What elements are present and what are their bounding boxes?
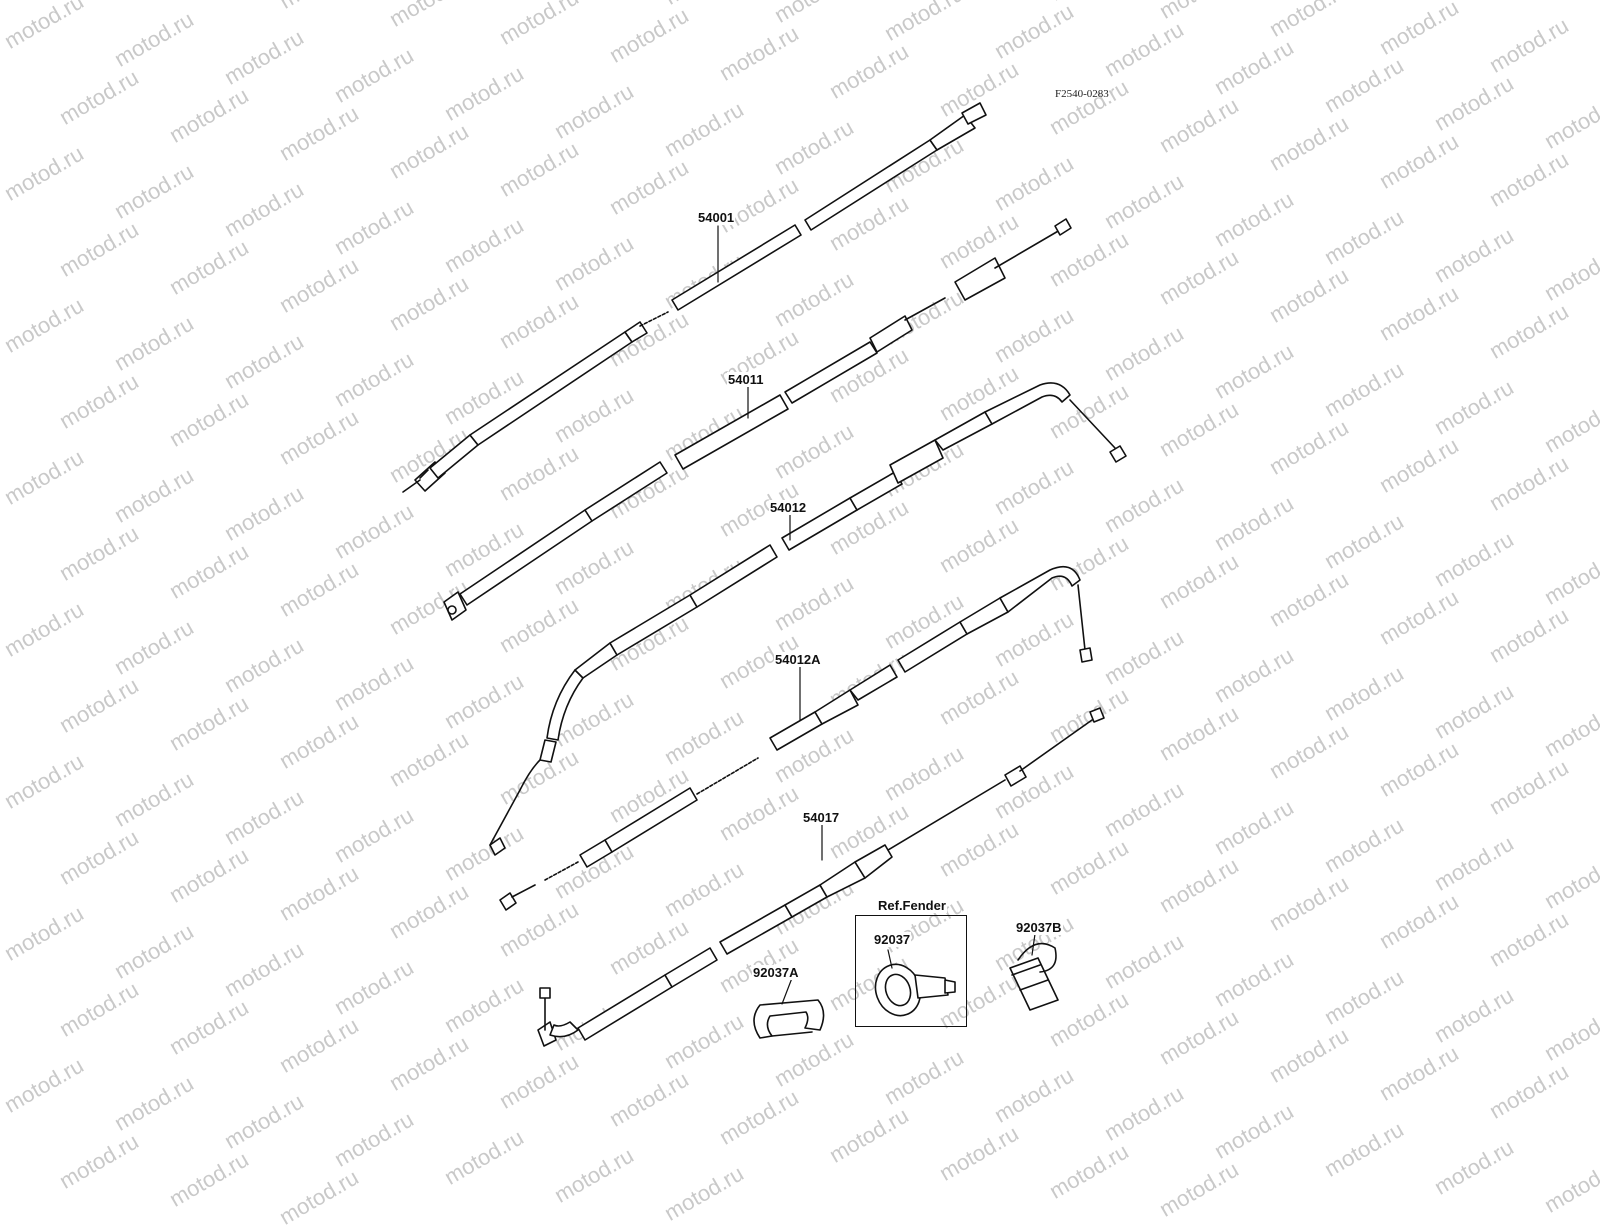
cable-54012A bbox=[499, 565, 1093, 911]
clamp-92037A bbox=[753, 999, 825, 1039]
part-label-92037A: 92037A bbox=[752, 965, 800, 980]
part-label-92037: 92037 bbox=[873, 932, 912, 947]
cable-54017 bbox=[537, 707, 1105, 1047]
clamp-92037 bbox=[874, 963, 956, 1017]
group-label-ref-fender: Ref.Fender bbox=[877, 898, 947, 913]
cable-drawing bbox=[402, 102, 1127, 1047]
part-label-54011: 54011 bbox=[727, 372, 765, 387]
cable-54011 bbox=[443, 218, 1072, 621]
part-label-92037B: 92037B bbox=[1015, 920, 1063, 935]
clamp-92037B bbox=[1009, 942, 1059, 1011]
part-label-54017: 54017 bbox=[802, 810, 841, 825]
cable-54012 bbox=[489, 382, 1127, 856]
part-label-54012A: 54012A bbox=[774, 652, 822, 667]
leader-lines bbox=[717, 225, 1036, 1005]
cable-54001 bbox=[402, 102, 987, 493]
ref-fender-group-box bbox=[855, 915, 967, 1027]
figure-code: F2540-0283 bbox=[1055, 88, 1109, 100]
part-label-54001: 54001 bbox=[697, 210, 736, 225]
part-label-54012: 54012 bbox=[769, 500, 808, 515]
